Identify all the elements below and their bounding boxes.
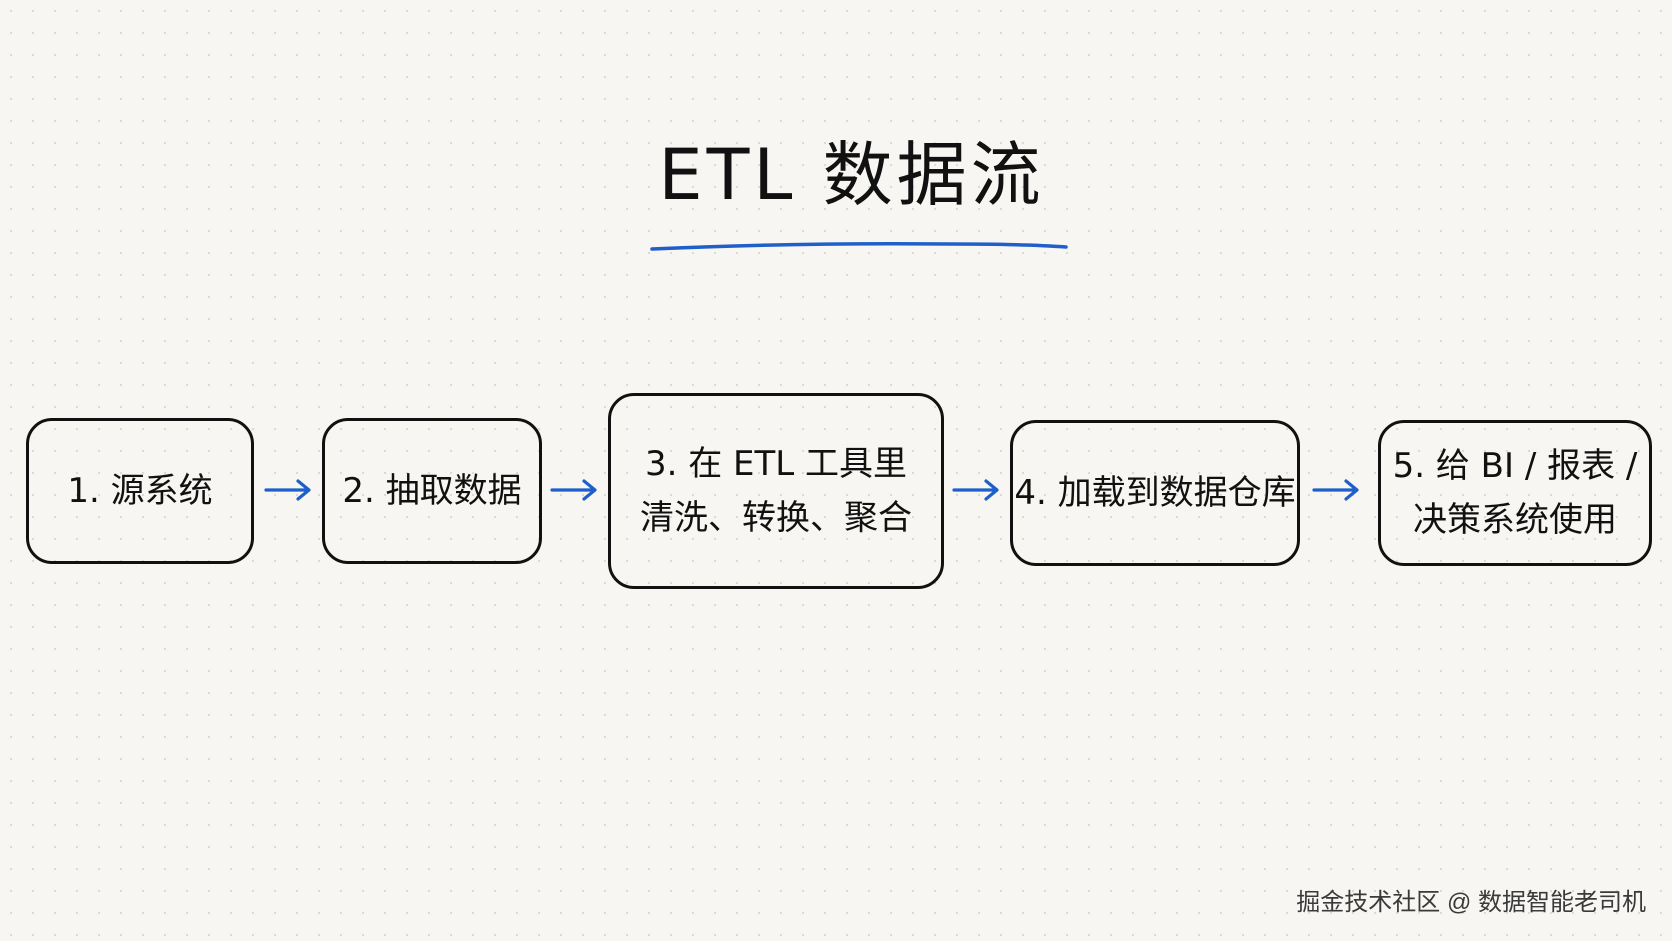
step-source-system: 1. 源系统: [26, 418, 254, 564]
step-label: 1. 源系统: [67, 470, 213, 511]
title-underline: [650, 241, 1068, 251]
arrow-right-icon: [952, 479, 999, 501]
step-transform-in-etl: 3. 在 ETL 工具里 清洗、转换、聚合: [608, 393, 944, 589]
arrow-right-icon: [1312, 479, 1359, 501]
step-load-warehouse: 4. 加载到数据仓库: [1010, 420, 1300, 566]
step-label: 2. 抽取数据: [342, 470, 522, 511]
step-label: 5. 给 BI / 报表 / 决策系统使用: [1392, 445, 1638, 540]
arrow-right-icon: [264, 479, 311, 501]
watermark: 掘金技术社区 @ 数据智能老司机: [1296, 889, 1646, 916]
diagram-title: ETL 数据流: [658, 134, 1045, 216]
step-extract-data: 2. 抽取数据: [322, 418, 542, 564]
arrow-right-icon: [550, 479, 597, 501]
step-bi-reporting: 5. 给 BI / 报表 / 决策系统使用: [1378, 420, 1652, 566]
step-label: 3. 在 ETL 工具里 清洗、转换、聚合: [640, 443, 912, 538]
step-label: 4. 加载到数据仓库: [1014, 472, 1296, 513]
